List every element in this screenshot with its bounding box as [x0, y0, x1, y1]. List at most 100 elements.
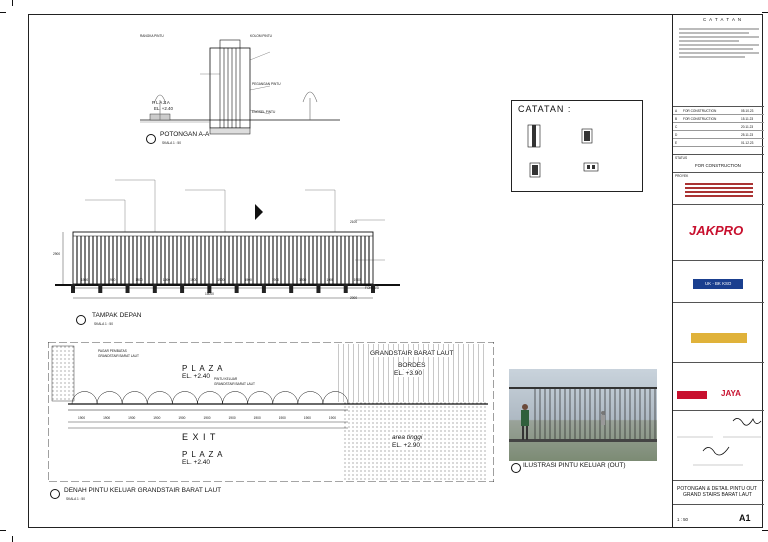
tb-consultant: UK - BK KSO [673, 260, 764, 302]
plan-door-label-1: PINTU KELUAR [214, 377, 238, 381]
fence-footing [180, 284, 185, 293]
plan-el-area: EL. +2.90 [392, 442, 421, 449]
elev-dim-label: 1900 [299, 278, 307, 282]
callout-pegangan: PEGANGAN PINTU [252, 82, 281, 86]
elev-dim-label: 1900 [326, 278, 334, 282]
fence-footing [207, 284, 212, 293]
signatures [677, 418, 762, 466]
drawing-title-line-2: GRAND STAIRS BARAT LAUT [683, 492, 752, 498]
door-swing-arc [96, 391, 123, 405]
revision-row: A FOR CONSTRUCTION 05.10.23 [673, 107, 764, 115]
crop-mark [762, 12, 768, 13]
plan-pagar-label-1: PAGAR PEMBATAS [98, 349, 127, 353]
crop-mark [12, 0, 13, 6]
elev-dim-label: 1900 [244, 278, 252, 282]
door-swing-arc [322, 391, 349, 405]
elevation-scale: SKALA 1 : 50 [94, 322, 113, 326]
elevation-drawing [55, 179, 400, 299]
notes-title: CATATAN : [518, 104, 572, 114]
door-swing-arc [297, 391, 324, 405]
revision-no: E [675, 141, 678, 145]
plan-grandstair: GRANDSTAIR BARAT LAUT [370, 350, 454, 357]
plan-plaza-top: P L A Z A [182, 364, 224, 373]
plan-title: DENAH PINTU KELUAR GRANDSTAIR BARAT LAUT [64, 487, 222, 494]
consultant-logo-text: UK - BK KSO [705, 281, 732, 286]
door-swing-arc [272, 391, 299, 405]
plan-bordes: BORDES [398, 362, 426, 369]
fence-footing [71, 284, 75, 293]
door-swing-arc [197, 391, 223, 405]
plan-exit: E X I T [182, 432, 217, 442]
door-swing-arc [121, 391, 148, 405]
section-title-marker [146, 134, 156, 144]
fence-footing [371, 284, 375, 293]
section-elevation: EL. +2.40 [154, 106, 173, 111]
notes-box: CATATAN : [511, 100, 643, 192]
subcon-logo-2: JAYA [721, 389, 741, 398]
elevation-title-marker [76, 315, 86, 325]
revision-no: A [675, 109, 678, 113]
plan-dim-label: 1900 [203, 416, 211, 420]
section-scale: SKALA 1 : 50 [162, 141, 181, 145]
plan-dim-label: 1900 [278, 416, 286, 420]
door-swing-arc [247, 391, 273, 405]
tb-scale: 1 : 50 [677, 517, 688, 522]
elevation-title: TAMPAK DEPAN [92, 312, 142, 319]
revision-date: 25.11.23 [741, 133, 754, 137]
fence-footing [316, 284, 321, 293]
drawing-title-line-1: POTONGAN & DETAIL PINTU OUT [677, 486, 757, 492]
door-swing-arc [222, 391, 248, 405]
section-title: POTONGAN A-A [160, 131, 210, 138]
illus-title: ILUSTRASI PINTU KELUAR (OUT) [523, 462, 626, 469]
contractor-logo [691, 333, 747, 343]
consultant-logo: UK - BK KSO [693, 279, 743, 289]
revision-no: C [675, 125, 678, 129]
fence-footing [261, 284, 266, 293]
plan-dim-label: 1900 [328, 416, 336, 420]
notes-diagrams [527, 124, 599, 178]
tb-notes-text [679, 26, 759, 60]
revision-date: 20.11.23 [741, 125, 754, 129]
crop-mark [0, 530, 6, 531]
section-view: RANGKA PINTU KOLOM PINTU PEGANGAN PINTU … [140, 30, 340, 150]
illustration-scene [509, 387, 657, 442]
tb-project-label: PROYEK [675, 174, 689, 178]
section-plaza-label: P L A Z A [152, 100, 170, 105]
fence-footing [343, 284, 348, 293]
tb-drawing-title: POTONGAN & DETAIL PINTU OUT GRAND STAIRS… [673, 480, 764, 504]
fence-footing [289, 284, 294, 293]
plan-el-top: EL. +2.40 [182, 373, 211, 380]
crop-mark [0, 12, 6, 13]
tb-project-text [685, 181, 753, 199]
elev-dim-label: 1900 [81, 278, 89, 282]
section-drawing [140, 39, 340, 135]
crop-mark [12, 536, 13, 542]
revision-row: C 20.11.23 [673, 123, 764, 131]
tb-subcon: JAYA [673, 362, 764, 410]
tb-status-value: FOR CONSTRUCTION [695, 163, 741, 168]
plan-dim-label: 1900 [153, 416, 161, 420]
revision-desc: FOR CONSTRUCTION [683, 117, 717, 121]
plan-dim-label: 1900 [78, 416, 86, 420]
callout-rangka: RANGKA PINTU [140, 34, 164, 38]
plan-plaza-bottom: P L A Z A [182, 450, 224, 459]
revision-date: 05.10.23 [741, 109, 754, 113]
revision-desc: FOR CONSTRUCTION [683, 109, 717, 113]
tb-header: C A T A T A N [703, 17, 743, 22]
crop-mark [762, 530, 768, 531]
plan-dim-label: 1900 [178, 416, 186, 420]
door-swing-arc [71, 391, 98, 405]
plan-scale: SKALA 1 : 50 [66, 497, 85, 501]
plan-el-bordes: EL. +3.90 [394, 370, 423, 377]
elev-dim-left-height: 2900 [53, 252, 61, 256]
tb-project: PROYEK [673, 172, 764, 204]
